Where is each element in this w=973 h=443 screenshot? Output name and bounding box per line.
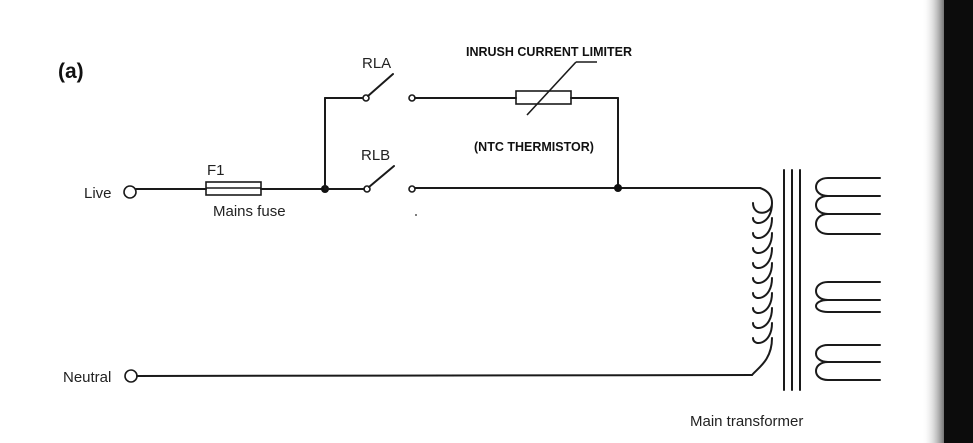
rlb-contact-left — [363, 185, 371, 193]
scan-edge-dark — [944, 0, 973, 443]
fuse-caption: Mains fuse — [213, 203, 286, 220]
live-terminal — [123, 185, 137, 199]
relay-rlb-label: RLB — [361, 147, 390, 164]
transformer-secondary-winding-2 — [815, 281, 881, 313]
transformer-caption: Main transformer — [690, 413, 803, 430]
live-label: Live — [84, 185, 112, 202]
transformer-primary-winding — [751, 187, 774, 376]
neutral-wire — [136, 374, 753, 377]
transformer-secondary-winding-3 — [815, 344, 881, 381]
junction-right — [614, 184, 622, 192]
rla-contact-left — [362, 94, 370, 102]
limiter-subtitle: (NTC THERMISTOR) — [474, 140, 594, 154]
relay-rla-label: RLA — [362, 55, 391, 72]
rlb-contact-right — [408, 185, 416, 193]
scan-speck — [415, 214, 417, 216]
neutral-label: Neutral — [63, 369, 111, 386]
limiter-title: INRUSH CURRENT LIMITER — [466, 45, 632, 59]
fuse-id-label: F1 — [207, 162, 225, 179]
ntc-thermistor-slash — [526, 61, 577, 116]
transformer-secondary-winding-1 — [815, 177, 881, 235]
panel-label: (a) — [58, 60, 84, 83]
neutral-terminal — [124, 369, 138, 383]
rlb-switch-blade — [368, 165, 395, 188]
rla-switch-blade — [367, 73, 394, 97]
